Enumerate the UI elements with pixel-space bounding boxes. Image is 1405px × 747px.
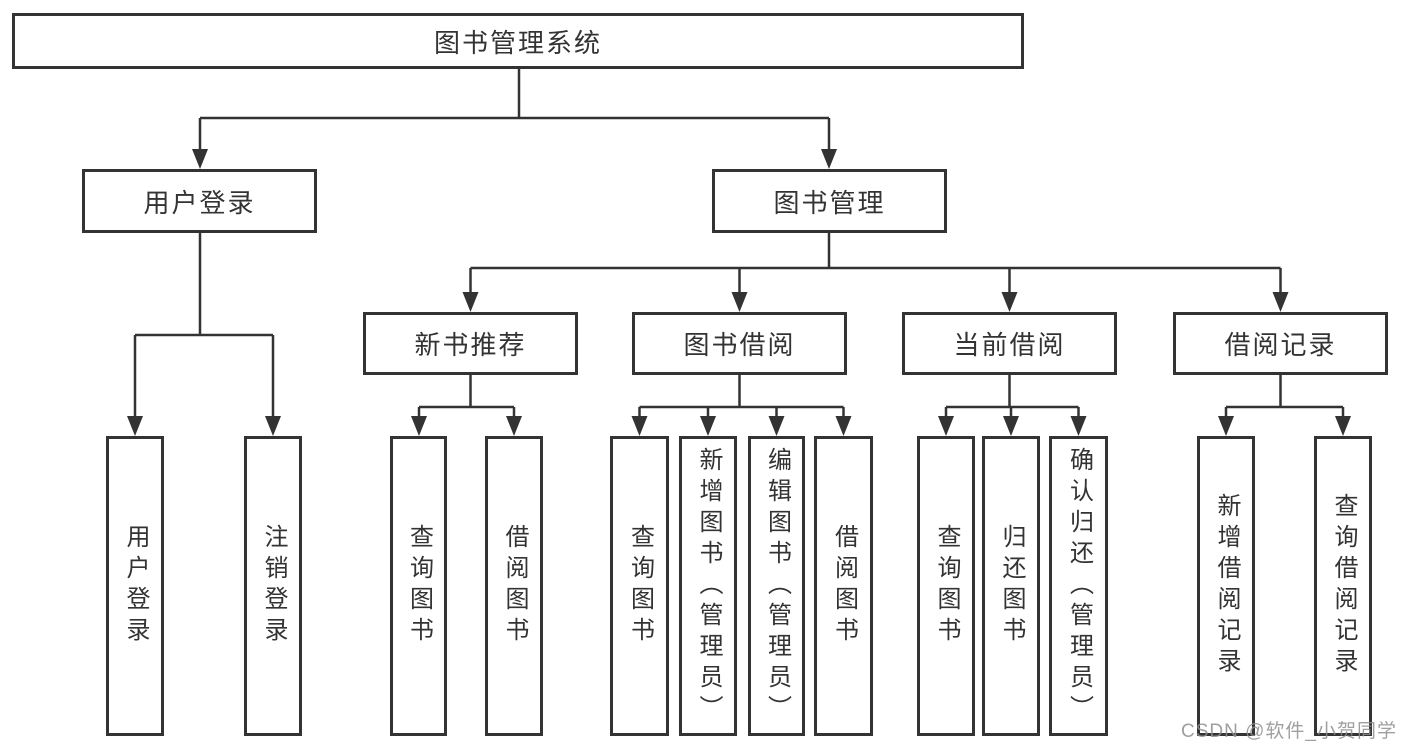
node-book-borrow: 图书借阅 [632,312,847,375]
node-label: 确认归还（管理员） [1065,446,1093,726]
leaf-user-login: 用户登录 [106,436,164,736]
node-label: 借阅记录 [1224,330,1337,360]
node-label: 新增借阅记录 [1213,493,1240,679]
arrow-down-icon [700,416,716,436]
arrow-down-icon [835,416,852,436]
node-label: 新书推荐 [414,330,527,360]
node-label: 用户登录 [143,187,256,218]
connector-book-management-to-modules [462,233,1289,312]
node-label: 查询借阅记录 [1330,493,1357,679]
arrow-down-icon [1001,292,1018,312]
leaf-query-books-recommend: 查询图书 [390,436,447,736]
leaf-add-borrow-record: 新增借阅记录 [1197,436,1255,736]
node-label: 借阅图书 [830,524,858,648]
leaf-query-books-current: 查询图书 [917,436,975,736]
leaf-borrow-books: 借阅图书 [814,436,873,736]
node-label: 查询图书 [405,524,433,648]
node-label: 借阅图书 [501,524,528,648]
node-label: 图书管理系统 [433,27,602,58]
node-label: 新增图书（管理员） [695,446,722,726]
connector-current-borrow-to-leaves [938,375,1087,436]
node-label: 图书借阅 [683,330,796,360]
leaf-add-books-admin: 新增图书（管理员） [679,436,737,736]
node-book-management: 图书管理 [712,169,947,233]
node-label: 编辑图书（管理员） [763,446,791,726]
connector-borrow-records-to-leaves [1218,375,1351,436]
node-label: 当前借阅 [953,330,1066,360]
leaf-return-books: 归还图书 [982,436,1040,736]
connector-new-book-to-leaves [411,375,522,436]
arrow-down-icon [462,292,479,312]
arrow-down-icon [192,149,208,169]
leaf-confirm-return-admin: 确认归还（管理员） [1049,436,1108,736]
arrow-down-icon [938,416,954,436]
arrow-down-icon [1003,416,1019,436]
leaf-query-borrow-record: 查询借阅记录 [1314,436,1372,736]
leaf-edit-books-admin: 编辑图书（管理员） [748,436,805,736]
arrow-down-icon [506,416,522,436]
connector-user-login-to-leaves [127,233,281,436]
node-new-book-recommend: 新书推荐 [363,312,578,375]
arrow-down-icon [821,149,837,169]
arrow-down-icon [1272,292,1289,312]
node-label: 用户登录 [122,524,149,648]
arrow-down-icon [127,416,143,436]
arrow-down-icon [411,416,427,436]
node-current-borrow: 当前借阅 [902,312,1117,375]
node-borrow-records: 借阅记录 [1173,312,1388,375]
node-label: 归还图书 [998,524,1025,648]
watermark: CSDN @软件_小贺同学 [1181,721,1397,742]
arrow-down-icon [631,416,648,436]
node-root-system: 图书管理系统 [12,13,1024,69]
connector-book-borrow-to-leaves [631,375,852,436]
arrow-down-icon [1070,416,1087,436]
node-label: 查询图书 [933,524,960,648]
node-user-login: 用户登录 [82,169,317,233]
node-label: 图书管理 [773,187,886,218]
arrow-down-icon [731,292,748,312]
leaf-borrow-books-recommend: 借阅图书 [485,436,543,736]
arrow-down-icon [1218,416,1234,436]
node-label: 查询图书 [626,524,654,648]
arrow-down-icon [265,416,281,436]
node-label: 注销登录 [260,524,287,648]
arrow-down-icon [768,416,785,436]
leaf-query-books-borrow: 查询图书 [610,436,669,736]
leaf-logout: 注销登录 [244,436,302,736]
arrow-down-icon [1335,416,1351,436]
connector-root-to-branches [192,69,837,169]
